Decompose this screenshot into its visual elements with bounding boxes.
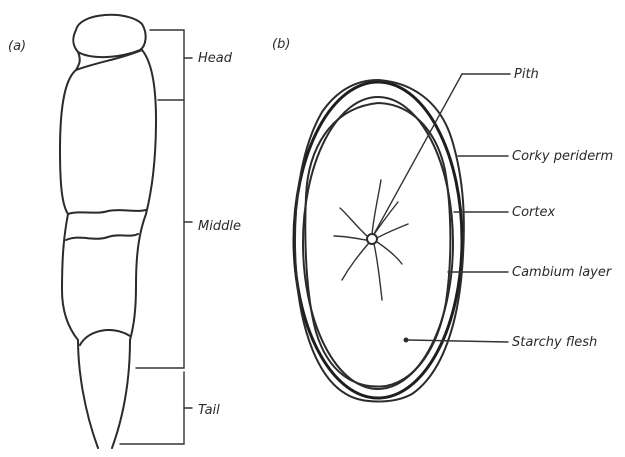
root-cross-section bbox=[294, 80, 464, 402]
leader-lines bbox=[374, 74, 510, 342]
region-label-tail: Tail bbox=[198, 403, 220, 418]
root-constriction-bottom bbox=[66, 234, 138, 240]
pith-center bbox=[367, 234, 377, 244]
panel-a-label: (a) bbox=[8, 39, 26, 54]
panel-b-label: (b) bbox=[272, 37, 290, 52]
root-constriction-top bbox=[68, 210, 146, 214]
region-brackets bbox=[120, 30, 192, 444]
tail-bracket bbox=[120, 372, 184, 444]
layer-label-cambium-layer: Cambium layer bbox=[512, 265, 613, 280]
root-left-outline bbox=[60, 70, 98, 448]
corky-periderm-ring bbox=[294, 82, 462, 398]
root-right-outline bbox=[112, 50, 156, 448]
root-tail-tip bbox=[80, 330, 130, 345]
layer-label-starchy-flesh: Starchy flesh bbox=[512, 335, 597, 350]
cambium-layer-ring bbox=[305, 103, 450, 387]
region-label-head: Head bbox=[198, 51, 233, 66]
region-label-middle: Middle bbox=[198, 219, 241, 234]
middle-bracket bbox=[136, 100, 184, 368]
layer-label-corky-periderm: Corky periderm bbox=[512, 149, 613, 164]
layer-label-cortex: Cortex bbox=[512, 205, 555, 220]
root-head-cap bbox=[73, 15, 145, 57]
pith-strands bbox=[334, 180, 408, 300]
layer-label-pith: Pith bbox=[514, 67, 539, 82]
root-head-neck bbox=[76, 50, 142, 70]
root-longitudinal-drawing bbox=[60, 15, 156, 448]
leader-starchy-flesh bbox=[408, 340, 508, 342]
